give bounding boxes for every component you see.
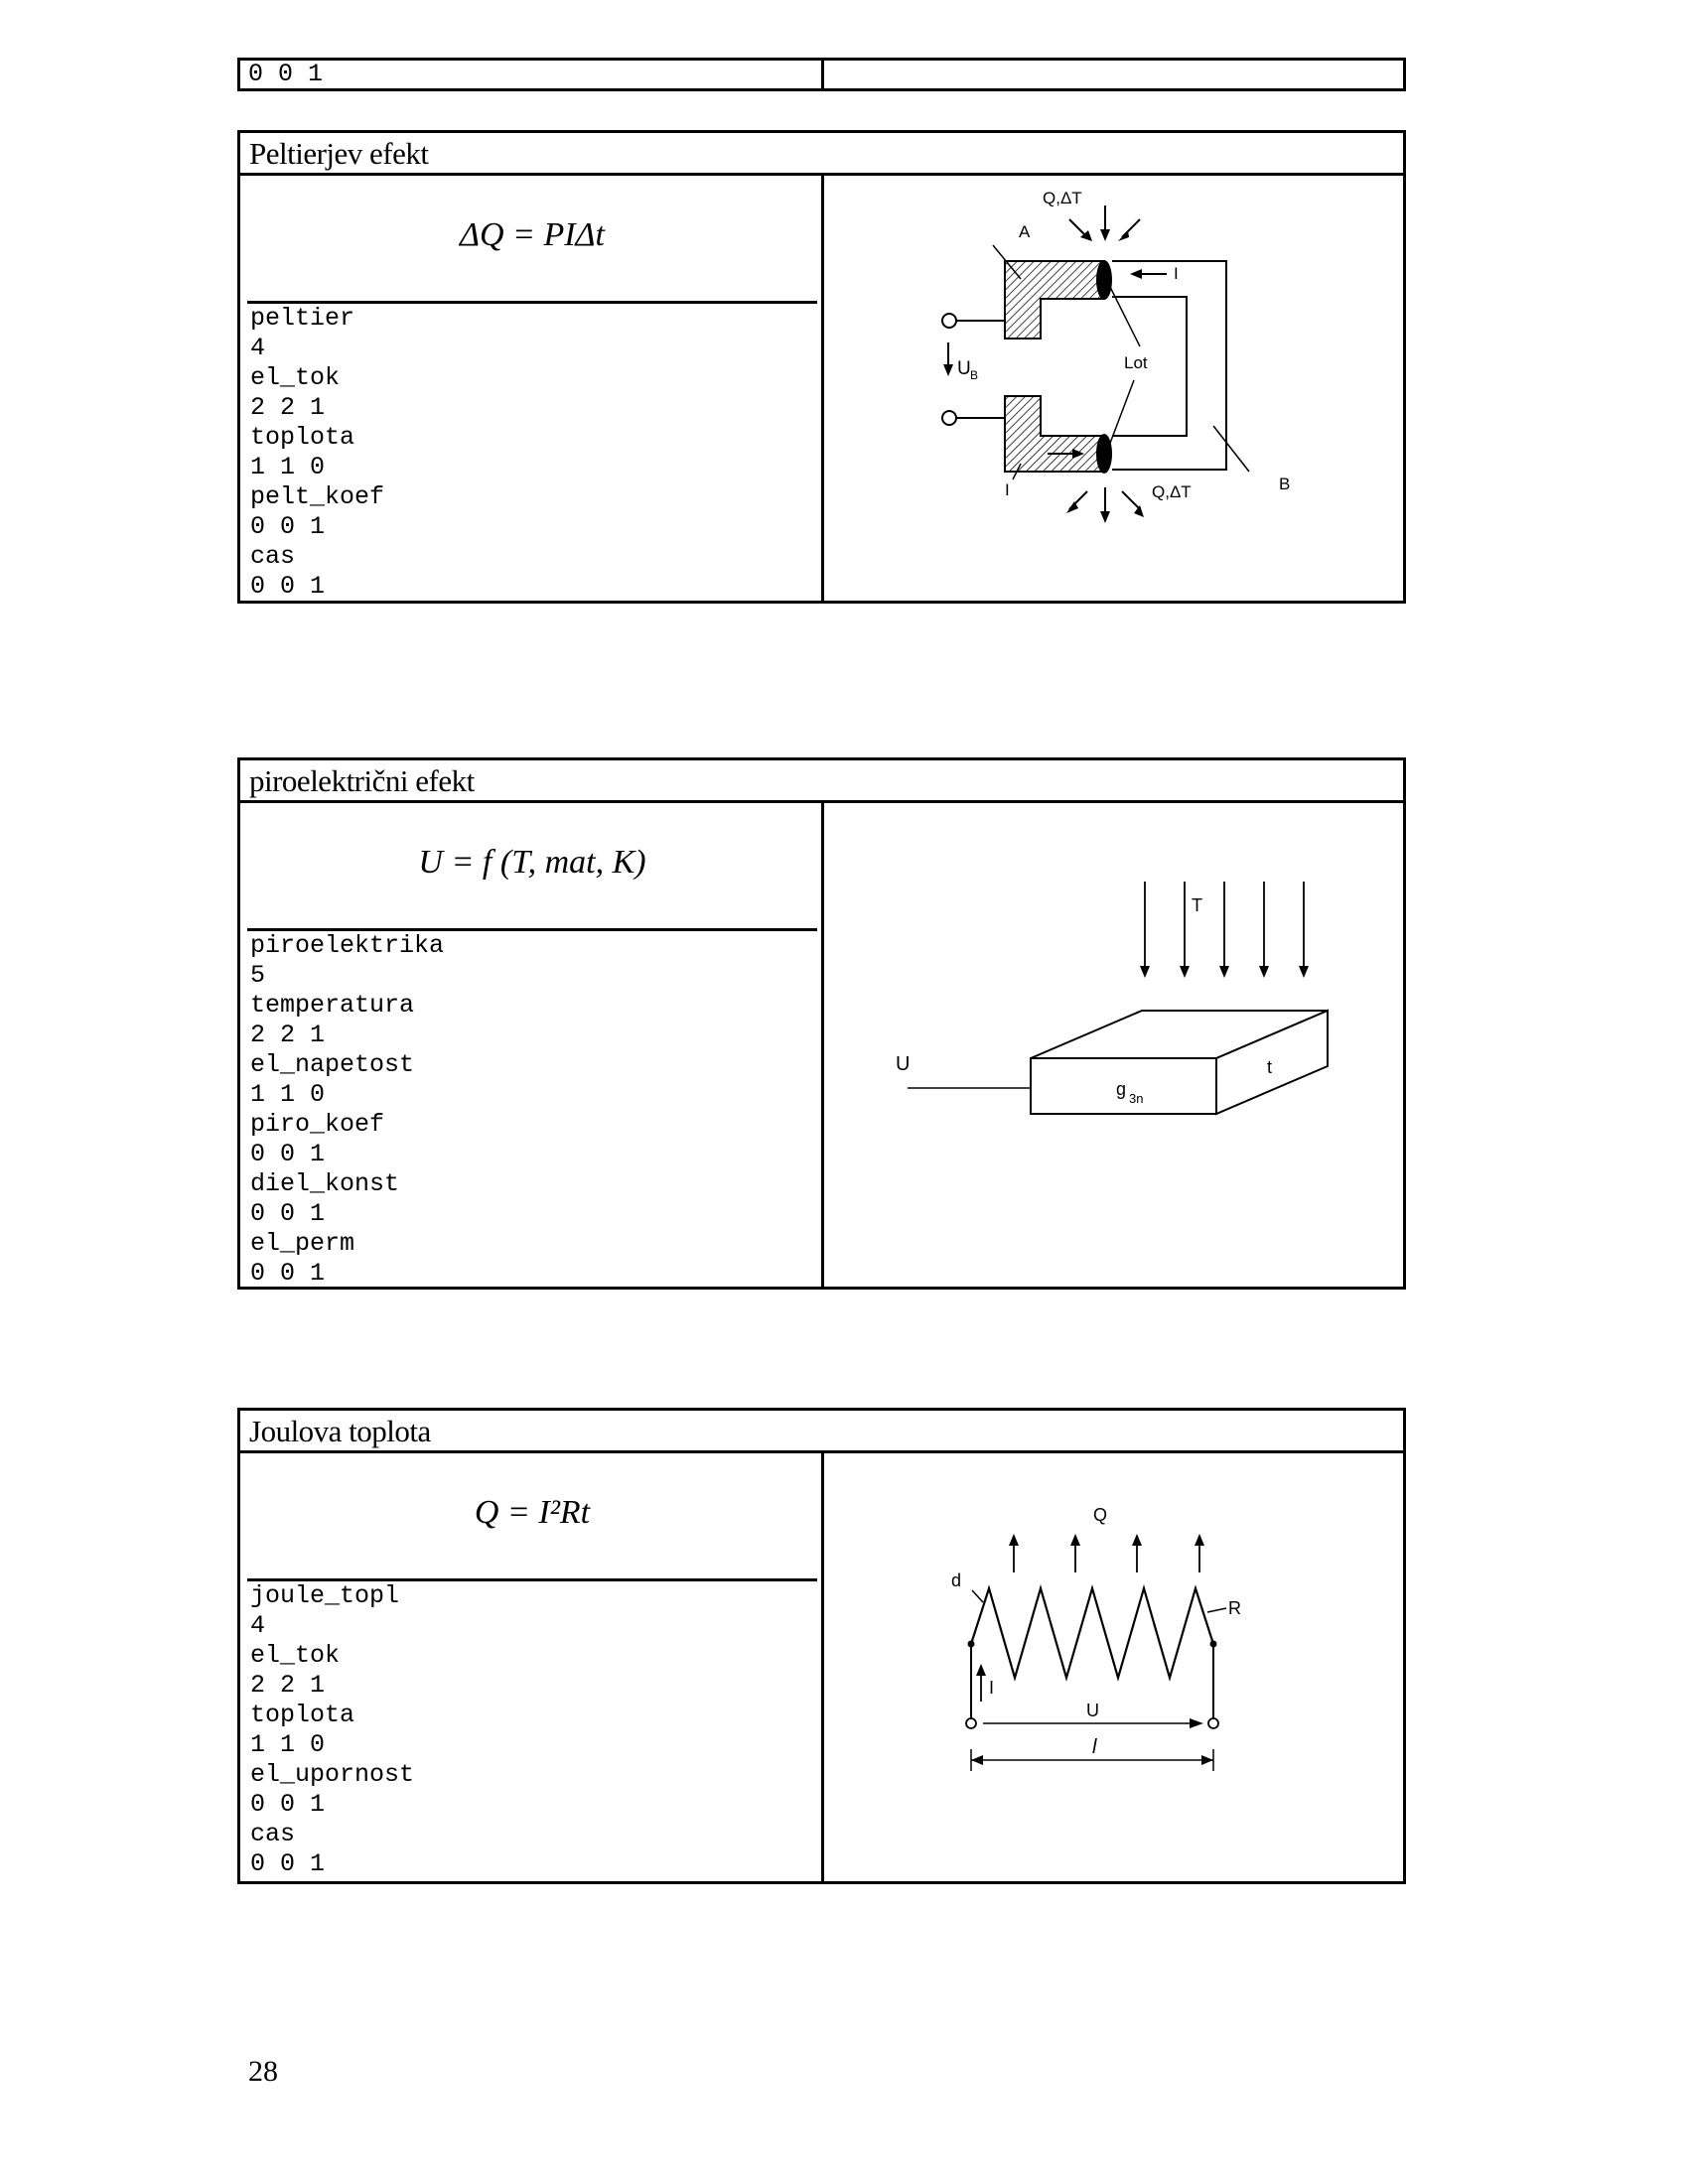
section-piroelektricni: piroelektrični efekt U = f (T, mat, K) p… (237, 757, 1406, 1290)
section-title: Joulova toplota (240, 1411, 1403, 1453)
label-lot: Lot (1124, 353, 1148, 372)
section-peltier: Peltierjev efekt ΔQ = PIΔt peltier 4 el_… (237, 130, 1406, 604)
code-block: piroelektrika 5 temperatura 2 2 1 el_nap… (250, 931, 445, 1288)
label-q-dt-top: Q,ΔT (1043, 189, 1082, 207)
label-u: U (896, 1053, 910, 1075)
section-joulova-toplota: Joulova toplota Q = I²Rt joule_topl 4 el… (237, 1408, 1406, 1884)
label-u: U (957, 358, 971, 379)
label-q-dt-bottom: Q,ΔT (1152, 482, 1192, 501)
page-number: 28 (248, 2055, 278, 2088)
label-l: l (1092, 1736, 1097, 1758)
label-i: I (989, 1678, 994, 1698)
label-r: R (1228, 1598, 1241, 1618)
code-block: peltier 4 el_tok 2 2 1 toplota 1 1 0 pel… (250, 304, 385, 601)
label-g: g (1116, 1079, 1126, 1099)
label-i-top: I (1174, 264, 1179, 283)
joule-figure: Q d R I U l (951, 1505, 1241, 1771)
formula: U = f (T, mat, K) (247, 803, 817, 931)
label-b: B (1279, 475, 1290, 493)
piroelektricni-figure: T U g 3n t (896, 882, 1329, 1116)
top-strip-table: 0 0 1 (237, 58, 1406, 91)
formula: Q = I²Rt (247, 1453, 817, 1581)
formula: ΔQ = PIΔt (247, 176, 817, 304)
label-u: U (1086, 1701, 1099, 1720)
label-t-temperature: T (1192, 895, 1202, 915)
peltier-figure: Q,ΔT A I U B Lot I Q,ΔT B (941, 189, 1290, 523)
label-u-subscript: B (970, 368, 978, 382)
label-q: Q (1093, 1505, 1107, 1525)
label-g-subscript: 3n (1129, 1091, 1143, 1106)
label-a: A (1019, 222, 1031, 241)
section-title: Peltierjev efekt (240, 133, 1403, 176)
label-d: d (951, 1570, 961, 1590)
code-block: joule_topl 4 el_tok 2 2 1 toplota 1 1 0 … (250, 1581, 415, 1878)
label-i-bottom: I (1005, 480, 1010, 499)
top-strip-cell: 0 0 1 (240, 61, 824, 88)
section-title: piroelektrični efekt (240, 760, 1403, 803)
label-t-thickness: t (1267, 1057, 1272, 1077)
